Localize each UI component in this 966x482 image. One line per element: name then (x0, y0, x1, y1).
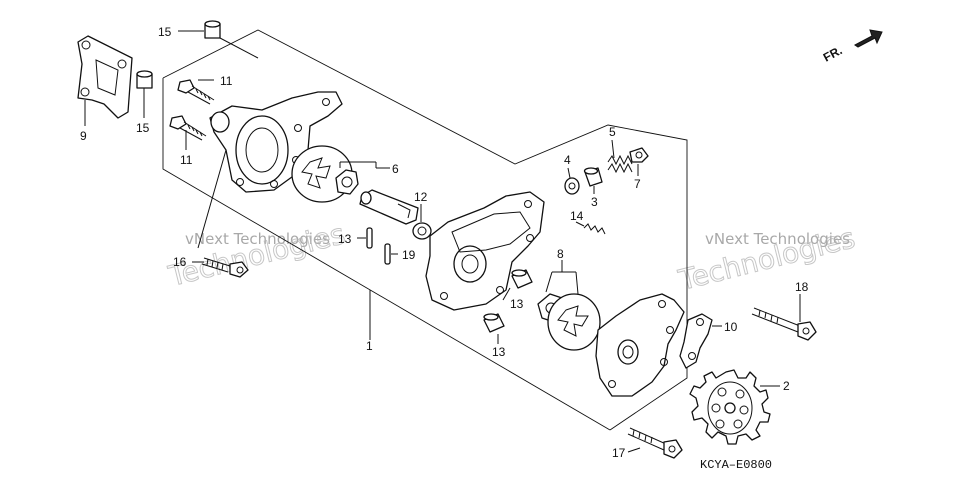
bracket-part (77, 35, 133, 119)
watermark-line1: vNext Technologies (705, 230, 850, 248)
watermark-line2: Technologies (165, 217, 348, 293)
dowel-pin-top (204, 20, 221, 39)
sealing-bolt (629, 147, 649, 163)
bolt-upper (177, 79, 215, 105)
diagram-code: KCYA–E0800 (700, 458, 772, 472)
callout-14: 14 (570, 209, 584, 223)
shaft-washer (412, 222, 432, 240)
callout-7: 7 (634, 177, 641, 191)
callout-13-bottom: 13 (492, 345, 506, 359)
front-pump-cover (595, 293, 685, 397)
callout-18: 18 (795, 280, 809, 294)
dowel-pin-lower-mid (483, 313, 505, 333)
pin-left (366, 227, 373, 249)
watermark-right: vNext Technologies Technologies (674, 221, 858, 298)
bolt-lower (169, 115, 207, 141)
driven-gear (689, 369, 771, 445)
callout-1: 1 (366, 339, 373, 353)
relief-valve-piston (583, 167, 603, 187)
callout-9: 9 (80, 129, 87, 143)
callout-6: 6 (392, 162, 399, 176)
front-direction-indicator: FR. (821, 29, 883, 65)
pump-shaft (359, 189, 419, 225)
callout-13-mid: 13 (510, 297, 524, 311)
callout-3: 3 (591, 195, 598, 209)
outer-rotor-front (547, 293, 601, 351)
callout-11-top: 11 (220, 74, 233, 88)
dowel-pin-left (136, 70, 153, 89)
callout-12: 12 (414, 190, 428, 204)
callout-17: 17 (612, 446, 626, 460)
middle-pump-body (425, 191, 545, 311)
assembly-boundary (162, 29, 688, 431)
front-label: FR. (821, 43, 845, 64)
callout-11-bottom: 11 (180, 153, 193, 167)
callout-2: 2 (783, 379, 790, 393)
bolt-right (751, 307, 817, 341)
callout-10: 10 (724, 320, 738, 334)
callout-15-top: 15 (158, 25, 172, 39)
relief-valve-spring (607, 154, 633, 174)
callout-labels: 15 9 15 11 11 6 12 13 19 16 1 4 3 5 7 14… (80, 25, 809, 460)
callout-8: 8 (557, 247, 564, 261)
inner-rotor-rear (335, 169, 359, 195)
front-arrow-icon (854, 29, 883, 48)
bolt-left-lower (201, 257, 249, 278)
spring-clip (583, 223, 606, 235)
callout-5: 5 (609, 125, 616, 139)
bolt-bottom (627, 427, 683, 459)
pin-center (384, 243, 391, 265)
callout-19: 19 (402, 248, 416, 262)
rear-pump-body (209, 91, 343, 193)
gasket (679, 313, 713, 369)
callout-15-left: 15 (136, 121, 150, 135)
callout-13-left: 13 (338, 232, 352, 246)
dowel-pin-upper-mid (511, 269, 533, 289)
watermark-left: vNext Technologies Technologies (164, 217, 348, 294)
callout-16: 16 (173, 255, 187, 269)
leader-lines (84, 30, 801, 453)
watermark-line1: vNext Technologies (185, 230, 330, 248)
valve-cap (564, 177, 580, 195)
callout-4: 4 (564, 153, 571, 167)
